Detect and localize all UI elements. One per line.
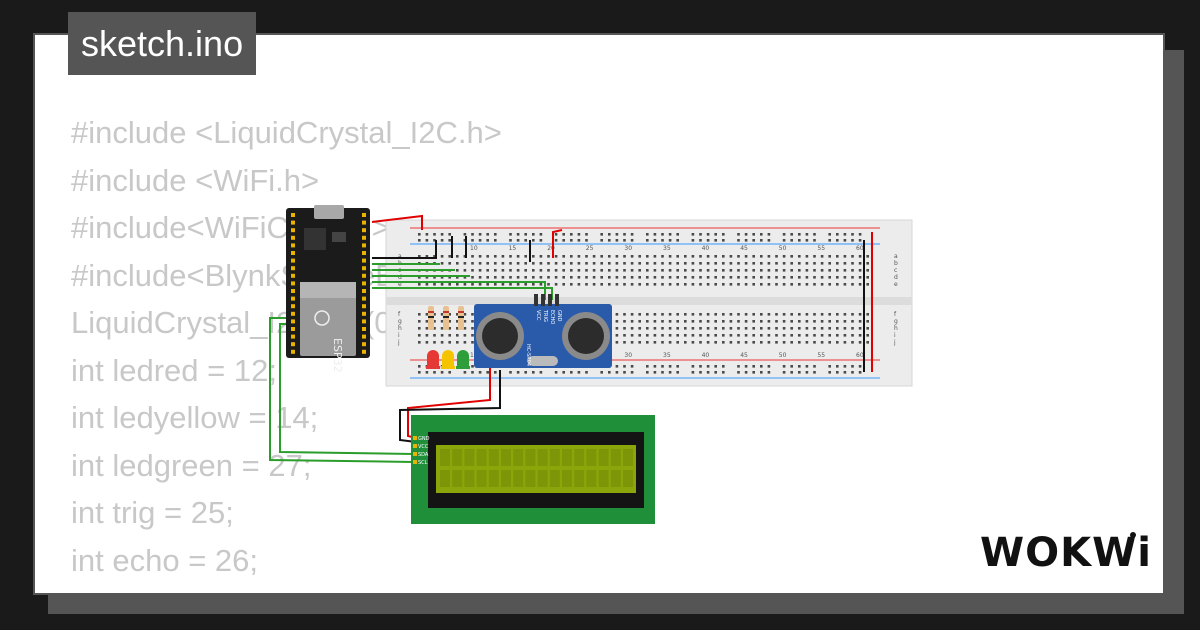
breadboard-row-letter: g <box>894 318 898 325</box>
breadboard-column-number: 35 <box>663 352 671 359</box>
breadboard-column-number: 20 <box>547 245 555 252</box>
file-tab-sketch[interactable]: sketch.ino <box>68 12 257 75</box>
breadboard-column-number: 40 <box>702 352 710 359</box>
wires <box>269 214 873 463</box>
lcd-pin-label: SCL <box>418 460 428 466</box>
breadboard-row-letter: h <box>398 325 402 332</box>
breadboard-column-number: 10 <box>470 352 478 359</box>
wokwi-logo: WOKWi <box>980 530 1150 576</box>
espressif-logo-icon <box>314 310 330 326</box>
esp32-module <box>300 296 356 356</box>
sensor-pin-label: TRIG <box>542 309 548 322</box>
code-line: #include <WiFi.h> <box>71 162 320 198</box>
code-line: int ledyellow = 14; <box>71 400 319 435</box>
led[interactable] <box>441 350 455 369</box>
sensor-label: HC-SR04 <box>525 344 531 366</box>
breadboard-row-letter: d <box>894 274 898 281</box>
breadboard-column-number: 55 <box>817 352 825 359</box>
breadboard-column-number: 45 <box>740 352 748 359</box>
sensor-pin-label: ECHO <box>549 310 555 324</box>
esp32-board[interactable]: ESP32 <box>286 205 370 373</box>
breadboard-column-number: 50 <box>779 245 787 252</box>
breadboard-row-letter: f <box>398 311 401 318</box>
breadboard-column-number: 30 <box>624 245 632 252</box>
sensor-pin-label: GND <box>556 310 562 322</box>
breadboard-row-letter: g <box>398 318 402 325</box>
resistors <box>428 306 464 330</box>
code-line: int echo = 26; <box>71 542 258 578</box>
breadboard-column-number: 30 <box>624 352 632 359</box>
breadboard-column-number: 60 <box>856 245 864 252</box>
breadboard-row-letter: a <box>894 253 898 260</box>
led[interactable] <box>426 350 440 369</box>
breadboard-row-letter: c <box>894 267 897 274</box>
led[interactable] <box>456 350 470 369</box>
code-line: int ledgreen = 27; <box>71 447 312 483</box>
breadboard-row-letter: j <box>397 339 400 346</box>
wokwi-logo-text: WOKWi <box>980 530 1150 576</box>
lcd-display[interactable]: GND VCC SDA SCL <box>411 415 655 524</box>
breadboard-column-number: 35 <box>663 245 671 252</box>
esp32-label: ESP32 <box>331 338 344 373</box>
breadboard-column-number: 55 <box>817 245 825 252</box>
breadboard-column-number: 40 <box>702 245 710 252</box>
code-line: #include <LiquidCrystal_I2C.h> <box>71 115 502 150</box>
breadboard-row-letter: i <box>894 332 896 339</box>
breadboard-column-number: 15 <box>509 245 517 252</box>
breadboard-row-letter: d <box>398 274 402 281</box>
sensor-pin-label: VCC <box>535 310 541 321</box>
lcd-pin-label: SDA <box>418 452 429 458</box>
breadboard-row-letter: i <box>398 332 400 339</box>
breadboard-row-letter: j <box>893 339 896 346</box>
usb-port-icon <box>314 205 344 219</box>
logo-dot-icon <box>1130 532 1136 538</box>
breadboard-column-number: 60 <box>856 352 864 359</box>
breadboard-row-letter: a <box>398 253 402 260</box>
breadboard-row-letter: e <box>398 281 402 288</box>
code-line: int trig = 25; <box>71 495 234 530</box>
breadboard-row-letter: b <box>894 260 898 267</box>
breadboard-column-number: 10 <box>470 245 478 252</box>
breadboard-row-letter: f <box>894 311 897 318</box>
lcd-pin-label: GND <box>418 436 430 442</box>
breadboard-column-number: 50 <box>779 352 787 359</box>
lcd-pin-label: VCC <box>418 444 429 450</box>
leds[interactable] <box>426 350 470 369</box>
breadboard-row-letter: e <box>894 281 898 288</box>
breadboard-column-number: 45 <box>740 245 748 252</box>
breadboard-column-number: 25 <box>586 245 594 252</box>
breadboard-row-letter: h <box>894 325 898 332</box>
